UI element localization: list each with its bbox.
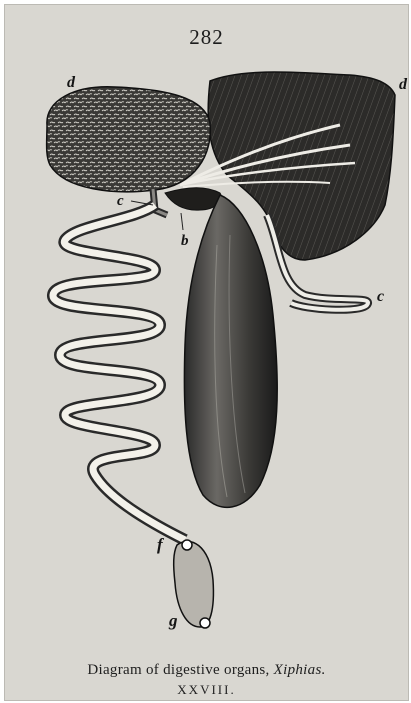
book-page: 282: [4, 4, 409, 701]
label-g: g: [168, 611, 178, 630]
rectum: [174, 541, 214, 627]
intestine-coils: [53, 205, 185, 540]
label-b: b: [181, 233, 189, 249]
liver-lobe-left: [47, 87, 211, 192]
plate-number: XXVIII.: [5, 682, 408, 698]
label-f: f: [157, 535, 165, 554]
figure-caption: Diagram of digestive organs, Xiphias.: [5, 662, 408, 679]
label-d-right: d: [399, 76, 408, 93]
label-d-left: d: [67, 74, 76, 91]
caption-species: Xiphias.: [274, 662, 326, 678]
caption-text: Diagram of digestive organs,: [87, 662, 273, 678]
digestive-organs-illustration: d d c b c f g: [5, 5, 408, 645]
label-c-left: c: [117, 193, 124, 209]
stomach: [184, 195, 277, 507]
engraving-figure: d d c b c f g: [5, 5, 408, 645]
label-c-right: c: [377, 288, 384, 305]
